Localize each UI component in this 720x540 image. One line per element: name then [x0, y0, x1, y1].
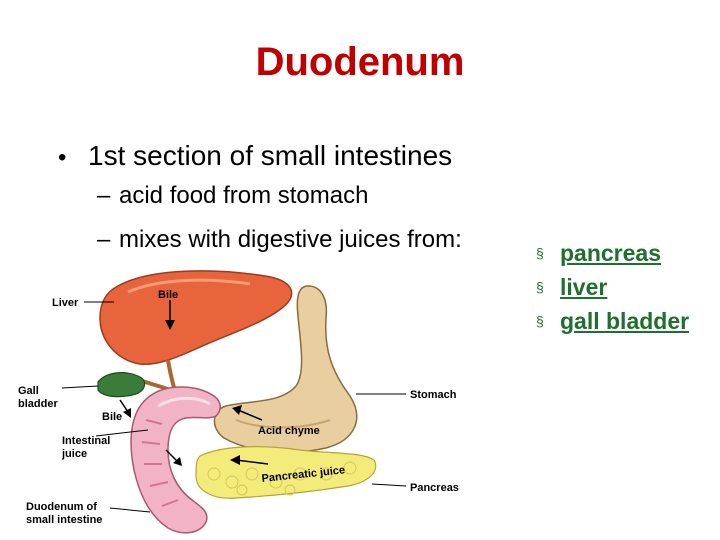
link-gall-bladder[interactable]: gall bladder: [560, 308, 690, 334]
label-liver: Liver: [52, 297, 79, 309]
label-small-intestine: small intestine: [26, 514, 102, 526]
bullet-marker: •: [58, 144, 67, 171]
label-juice: juice: [61, 448, 87, 460]
liver-shape: [99, 270, 293, 366]
stomach-highlight: [235, 419, 331, 429]
arrows: [119, 300, 269, 466]
stomach-shape: [213, 285, 358, 453]
link-liver[interactable]: liver: [560, 274, 608, 300]
sub-item-acid-food: – acid food from stomach: [97, 182, 368, 210]
duodenum-folds: [141, 419, 179, 507]
bullet-text: 1st section of small intestines: [88, 140, 453, 171]
liver-highlight: [127, 278, 251, 294]
label-duodenum: Duodenum of: [26, 501, 97, 513]
slide-title: Duodenum: [255, 40, 465, 84]
label-pancreas: Pancreas: [410, 482, 459, 494]
dash-marker: –: [97, 182, 111, 209]
leader-lines: [61, 301, 407, 513]
label-gall: Gall: [18, 385, 39, 397]
square-bullet-icon: §: [536, 245, 544, 261]
sub-item-digestive-juices: – mixes with digestive juices from:: [97, 226, 462, 254]
label-bladder: bladder: [18, 398, 58, 410]
pancreas-texture: [207, 461, 357, 496]
bullet-main: • 1st section of small intestines: [58, 140, 452, 172]
sub-item-text: mixes with digestive juices from:: [119, 226, 462, 253]
square-bullet-icon: §: [536, 279, 544, 295]
list-item-pancreas[interactable]: § pancreas: [536, 236, 716, 270]
label-bile-top: Bile: [158, 289, 178, 301]
gall-bladder-shape: [97, 372, 146, 398]
label-acid-chyme: Acid chyme: [258, 425, 320, 437]
list-item-gall-bladder[interactable]: § gall bladder: [536, 304, 716, 338]
link-pancreas[interactable]: pancreas: [560, 240, 662, 266]
list-item-liver[interactable]: § liver: [536, 270, 716, 304]
duodenum-highlight: [157, 396, 211, 408]
juice-source-list: § pancreas § liver § gall bladder: [536, 236, 716, 338]
square-bullet-icon: §: [536, 313, 544, 329]
dash-marker: –: [97, 226, 111, 253]
duodenum-shape: [130, 386, 221, 534]
label-stomach: Stomach: [410, 389, 457, 401]
label-bile-bottom: Bile: [102, 411, 122, 423]
label-intestinal: Intestinal: [62, 435, 110, 447]
sub-item-text: acid food from stomach: [119, 182, 369, 209]
digestive-organs-diagram: Liver Bile Gall bladder Bile Stomach Aci…: [18, 270, 459, 534]
